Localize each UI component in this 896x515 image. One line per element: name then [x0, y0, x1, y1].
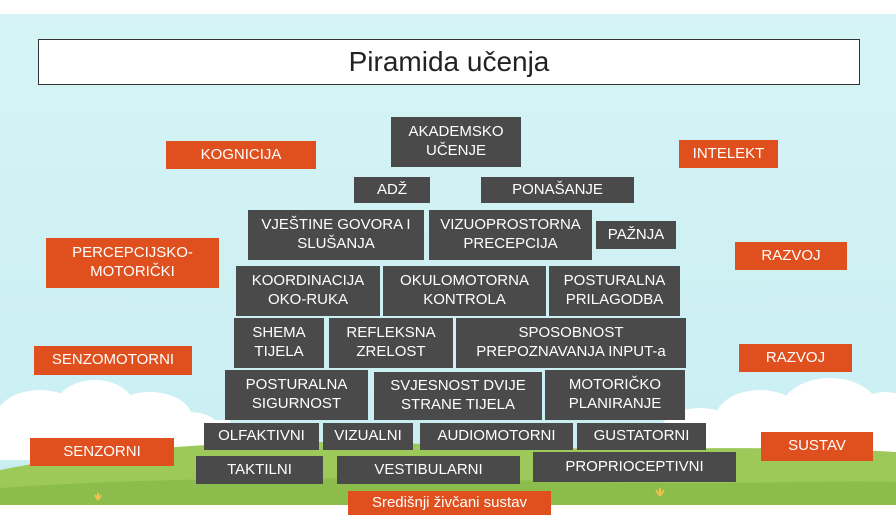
block-ponasanje: PONAŠANJE — [481, 177, 634, 203]
block-koordinacija: KOORDINACIJA OKO-RUKA — [236, 266, 380, 316]
block-refleksna-zrelost: REFLEKSNA ZRELOST — [329, 318, 453, 368]
page-title: Piramida učenja — [38, 39, 860, 85]
block-paznja: PAŽNJA — [596, 221, 676, 249]
block-gustatorni: GUSTATORNI — [577, 423, 706, 450]
left-label-kognicija: KOGNICIJA — [166, 141, 316, 169]
block-proprioceptivni: PROPRIOCEPTIVNI — [533, 452, 736, 482]
right-label-sustav: SUSTAV — [761, 432, 873, 461]
block-vjestine-govora: VJEŠTINE GOVORA I SLUŠANJA — [248, 210, 424, 260]
block-shema-tijela: SHEMA TIJELA — [234, 318, 324, 368]
block-sposobnost-prepoznavanja: SPOSOBNOST PREPOZNAVANJA INPUT-a — [456, 318, 686, 368]
block-olfaktivni: OLFAKTIVNI — [204, 423, 319, 450]
left-label-senzorni: SENZORNI — [30, 438, 174, 466]
right-label-razvoj: RAZVOJ — [735, 242, 847, 270]
left-label-senzomotorni: SENZOMOTORNI — [34, 346, 192, 375]
block-svjesnost-dvije-strane: SVJESNOST DVIJE STRANE TIJELA — [374, 372, 542, 420]
block-vizualni: VIZUALNI — [323, 423, 413, 450]
right-label-intelekt: INTELEKT — [679, 140, 778, 168]
base-label: Središnji živčani sustav — [348, 491, 551, 515]
block-vizuoprostorna: VIZUOPROSTORNA PRECEPCIJA — [429, 210, 592, 260]
top-band — [0, 0, 896, 14]
block-vestibularni: VESTIBULARNI — [337, 456, 520, 484]
left-label-percepcijsko-motoricki: PERCEPCIJSKO- MOTORIČKI — [46, 238, 219, 288]
block-akademsko-ucenje: AKADEMSKO UČENJE — [391, 117, 521, 167]
block-adz: ADŽ — [354, 177, 430, 203]
block-okulomotorna: OKULOMOTORNA KONTROLA — [383, 266, 546, 316]
block-posturalna-sigurnost: POSTURALNA SIGURNOST — [225, 370, 368, 420]
block-posturalna-prilagodba: POSTURALNA PRILAGODBA — [549, 266, 680, 316]
right-label-razvoj-2: RAZVOJ — [739, 344, 852, 372]
grass-sprout — [94, 488, 665, 501]
block-motoricko-planiranje: MOTORIČKO PLANIRANJE — [545, 370, 685, 420]
block-audiomotorni: AUDIOMOTORNI — [420, 423, 573, 450]
block-taktilni: TAKTILNI — [196, 456, 323, 484]
